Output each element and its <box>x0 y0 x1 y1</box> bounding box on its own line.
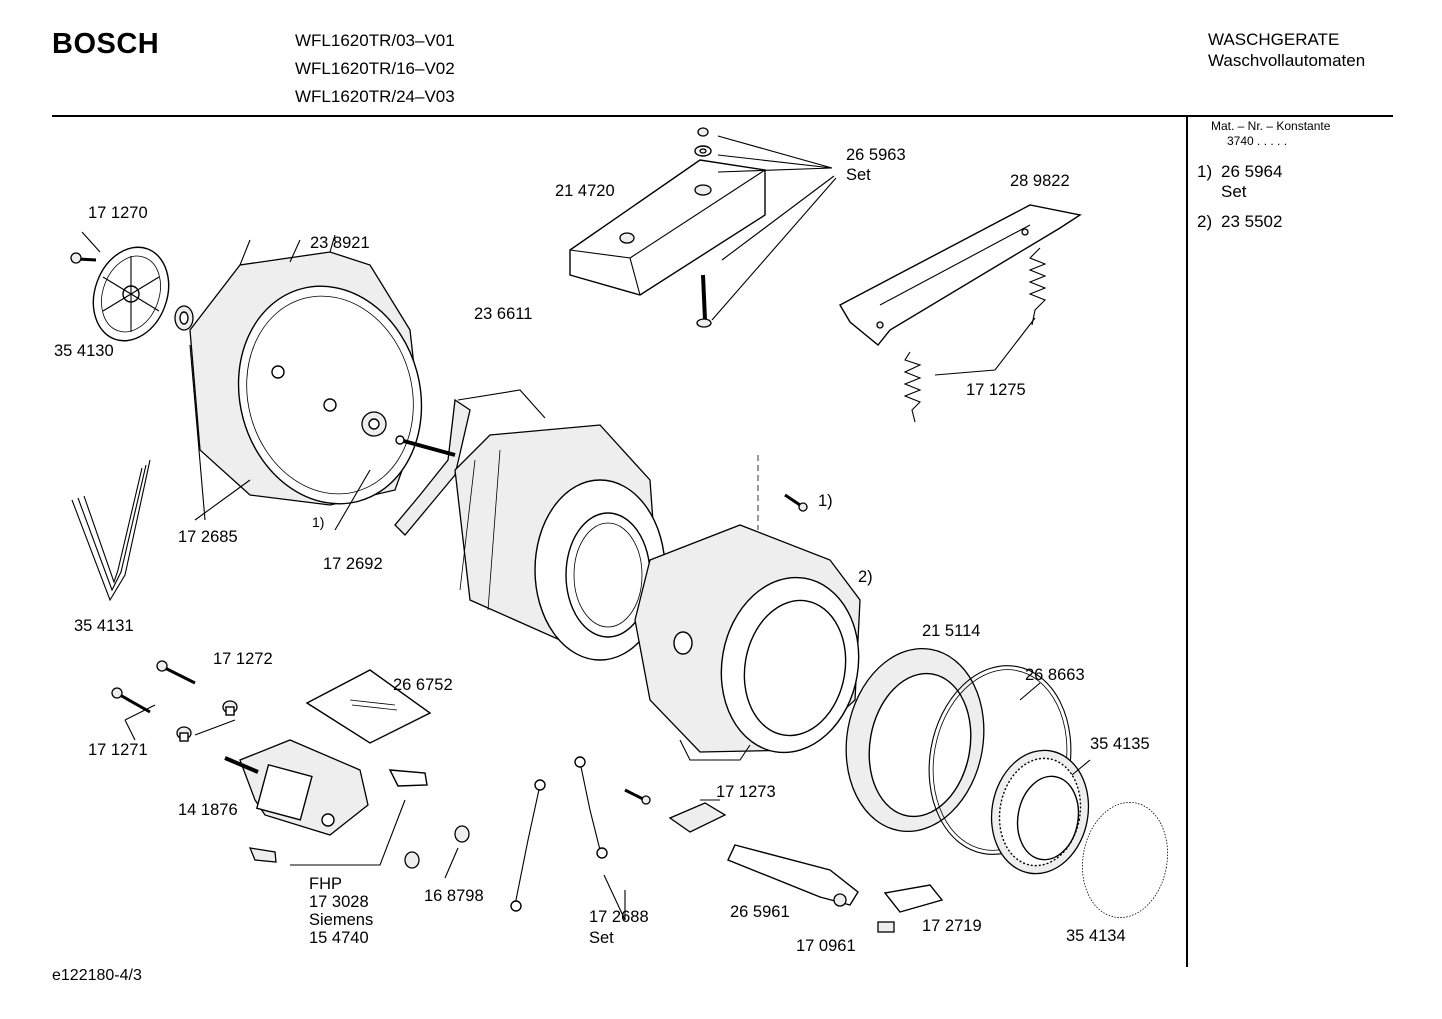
pulley-wheel <box>92 246 170 342</box>
drum <box>454 424 666 661</box>
spring-right <box>1028 247 1047 326</box>
screw-left-1 <box>111 687 151 714</box>
motor-connector <box>248 769 428 863</box>
drive-belt <box>71 459 151 602</box>
front-counterweight <box>845 647 985 833</box>
model-number-1: WFL1620TR/03–V01 <box>295 31 455 50</box>
motor <box>224 739 369 836</box>
label-set-b: Set <box>589 929 614 947</box>
temperature-sensor <box>877 921 895 933</box>
drum-spider <box>394 398 471 536</box>
label-counterweight-top: 21 4720 <box>555 182 615 200</box>
pulley-screw <box>70 252 97 264</box>
label-shock-absorbers: 17 2688 <box>589 908 649 926</box>
label-motor: 14 1876 <box>178 801 238 819</box>
label-bushing: 17 1272 <box>213 650 273 668</box>
label-door-seal: 35 4135 <box>1090 735 1150 753</box>
constant-value: 3740 . . . . . <box>1227 134 1288 148</box>
label-set-a: Set <box>846 166 871 184</box>
bushing-2 <box>176 726 192 742</box>
counterweight-top <box>569 159 766 296</box>
label-motor-siemens-number: 15 4740 <box>309 929 369 947</box>
label-heating-element: 26 5961 <box>730 903 790 921</box>
thermostat-clip <box>668 802 727 833</box>
label-rear-tub: 23 8921 <box>310 234 370 252</box>
category-subtitle: Waschvollautomaten <box>1208 51 1366 70</box>
marker-2: 2) <box>858 568 873 586</box>
label-seal-clamp: 26 8663 <box>1025 666 1085 684</box>
label-motor-fhp-number: 17 3028 <box>309 893 369 911</box>
leader-lines <box>81 135 1091 921</box>
instruction-sheet <box>305 669 432 744</box>
label-pulley-screw: 17 1270 <box>88 204 148 222</box>
shock-absorber-bushings <box>404 825 470 869</box>
note-1-marker: 1) <box>1197 162 1213 181</box>
label-shock-bushings: 16 8798 <box>424 887 484 905</box>
note-1-set: Set <box>1221 182 1247 201</box>
label-inner-clamp: 35 4134 <box>1066 927 1126 945</box>
note-2-marker: 2) <box>1197 212 1213 231</box>
screw-left-2 <box>156 660 196 685</box>
sensor-cover <box>883 884 944 913</box>
label-sensor-cover: 17 2719 <box>922 917 982 935</box>
heating-element <box>727 844 859 907</box>
shock-absorber-left <box>510 779 546 912</box>
brand-logo: BOSCH <box>52 28 160 60</box>
label-bearings: 17 2685 <box>178 528 238 546</box>
spring-left <box>903 351 922 423</box>
bearing-small <box>174 305 194 331</box>
constant-header: Mat. – Nr. – Konstante <box>1211 119 1331 133</box>
label-motor-fhp: FHP <box>309 875 342 893</box>
note-2-number: 23 5502 <box>1221 212 1283 231</box>
label-springs: 17 1275 <box>966 381 1026 399</box>
marker-1-right: 1) <box>818 492 833 510</box>
label-motor-siemens: Siemens <box>309 911 374 929</box>
tub-screw <box>757 455 808 530</box>
door-seal <box>990 749 1090 875</box>
front-tub <box>634 524 861 761</box>
shock-absorber-pin <box>624 788 651 805</box>
bushing-1 <box>222 700 238 716</box>
category-title: WASCHGERATE <box>1208 30 1340 49</box>
inner-clamp-ring <box>1082 802 1168 918</box>
label-thermostat-clip: 17 1273 <box>716 783 776 801</box>
diagram-code: e122180-4/3 <box>52 967 142 984</box>
label-temperature-sensor: 17 0961 <box>796 937 856 955</box>
label-instruction-sheet: 26 6752 <box>393 676 453 694</box>
label-motor-screws: 17 1271 <box>88 741 148 759</box>
label-drum: 23 6611 <box>474 305 533 323</box>
label-drive-belt: 35 4131 <box>74 617 134 635</box>
label-front-counterweight: 21 5114 <box>922 622 981 640</box>
marker-1-left: 1) <box>312 514 325 530</box>
rear-tub <box>189 234 423 506</box>
top-bracket <box>839 204 1082 346</box>
model-number-3: WFL1620TR/24–V03 <box>295 87 455 106</box>
label-top-bracket: 28 9822 <box>1010 172 1070 190</box>
model-number-2: WFL1620TR/16–V02 <box>295 59 455 78</box>
label-weight-fastener-set: 26 5963 <box>846 146 906 164</box>
label-tub-seal: 17 2692 <box>323 555 383 573</box>
shock-absorber-right <box>574 756 608 859</box>
note-1-number: 26 5964 <box>1221 162 1283 181</box>
counterweight-fasteners <box>694 127 712 328</box>
label-pulley-wheel: 35 4130 <box>54 342 114 360</box>
